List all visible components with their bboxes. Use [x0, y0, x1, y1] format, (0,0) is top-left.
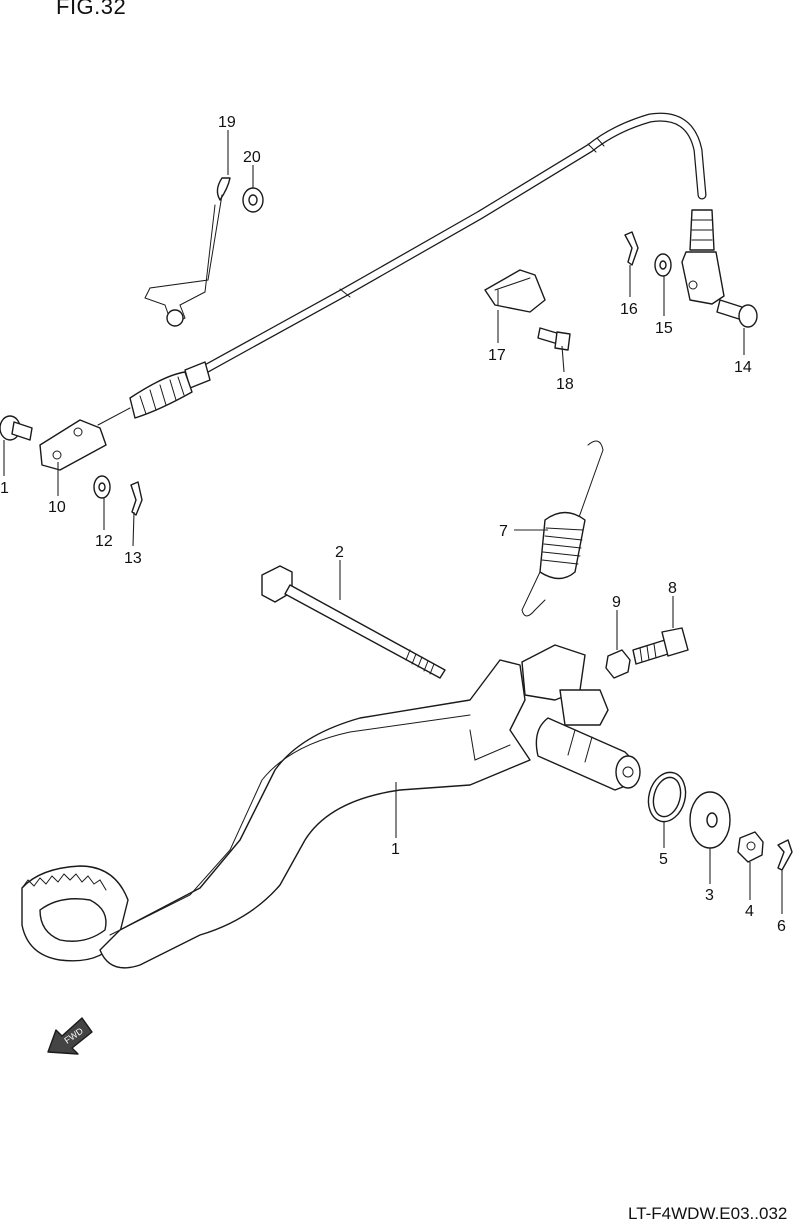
part-12-washer[interactable] — [93, 475, 111, 499]
label-12: 12 — [95, 533, 113, 550]
label-11: 1 — [0, 480, 9, 497]
figure-title: FIG.32 — [56, 0, 127, 19]
label-4: 4 — [745, 903, 754, 920]
part-8-bolt[interactable] — [632, 627, 689, 665]
part-5-snap-ring[interactable] — [643, 768, 691, 826]
part-9-nut[interactable] — [605, 649, 631, 679]
part-3-washer[interactable] — [689, 791, 731, 849]
label-14: 14 — [734, 359, 752, 376]
label-13: 13 — [124, 550, 142, 567]
part-18-bolt[interactable] — [537, 327, 571, 351]
label-6: 6 — [777, 918, 786, 935]
label-5: 5 — [659, 851, 668, 868]
label-7: 7 — [499, 523, 508, 540]
label-10: 10 — [48, 499, 66, 516]
part-20-washer[interactable] — [242, 187, 264, 213]
part-13-cotter-pin[interactable] — [130, 481, 143, 516]
label-18: 18 — [556, 376, 574, 393]
label-15: 15 — [655, 320, 673, 337]
part-10-clevis[interactable] — [39, 419, 107, 471]
part-6-cotter-pin[interactable] — [777, 839, 793, 871]
part-14-pin[interactable] — [716, 299, 758, 328]
part-labels: 19 20 16 15 14 17 18 1 10 12 13 7 2 9 8 … — [0, 114, 786, 935]
label-8: 8 — [668, 580, 677, 597]
upper-clevis[interactable] — [681, 251, 725, 305]
label-16: 16 — [620, 301, 638, 318]
label-2: 2 — [335, 544, 344, 561]
lower-pin[interactable] — [0, 415, 33, 441]
label-19: 19 — [218, 114, 236, 131]
leader-lines — [3, 130, 783, 914]
part-1-brake-pedal[interactable] — [21, 644, 641, 969]
label-1: 1 — [391, 841, 400, 858]
brake-cable[interactable] — [97, 112, 715, 426]
part-19-rod[interactable] — [144, 177, 231, 327]
part-2-bolt[interactable] — [261, 565, 446, 679]
label-9: 9 — [612, 594, 621, 611]
part-4-nut[interactable] — [737, 831, 764, 863]
fwd-arrow-icon: FWD — [47, 1017, 93, 1055]
label-17: 17 — [488, 347, 506, 364]
part-16-cotter-pin[interactable] — [624, 231, 639, 266]
label-3: 3 — [705, 887, 714, 904]
label-20: 20 — [243, 149, 261, 166]
part-17-bracket[interactable] — [484, 269, 546, 313]
part-15-washer[interactable] — [654, 253, 672, 277]
diagram-code: LT-F4WDW.E03..032 — [628, 1204, 788, 1223]
part-7-spring[interactable] — [521, 440, 604, 617]
